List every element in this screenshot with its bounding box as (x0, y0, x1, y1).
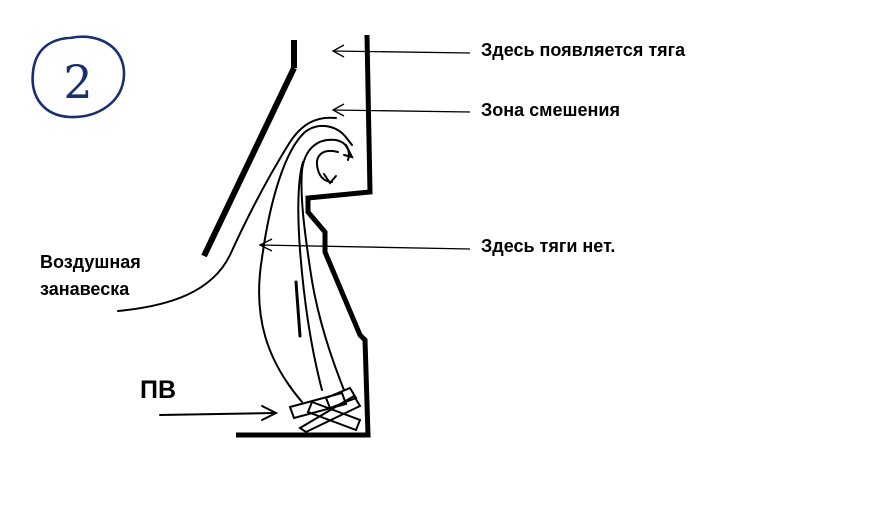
label-air-curtain-line2: занавеска (40, 279, 130, 299)
firewood-log-1 (288, 391, 348, 420)
arrow-nodraft-line (259, 244, 471, 250)
firewood-log-4 (324, 386, 358, 410)
annotation-arrows (258, 44, 471, 252)
firewood (288, 386, 362, 434)
swirl-arrowhead (343, 144, 354, 159)
label-primary-air: ПВ (140, 376, 177, 404)
primary-air-arrow (159, 405, 279, 421)
figure-number-circle (31, 35, 126, 119)
inner-flame-curve (300, 138, 350, 391)
arrow-nodraft-head (258, 238, 273, 252)
stove-wall (236, 34, 373, 438)
hot-gas-stroke (294, 280, 302, 338)
outer-flame-curve (258, 124, 353, 403)
arrow-mix-head (331, 103, 345, 117)
primary-air-arrow-head (261, 405, 279, 421)
label-air-curtain-line1: Воздушная (40, 252, 141, 272)
swirl-arrowhead-2 (323, 173, 337, 185)
air-curtain-curve (117, 116, 337, 312)
figure-number-badge: 2 (31, 35, 126, 119)
central-plume-curve (297, 161, 323, 391)
swirl-curve (316, 150, 339, 183)
label-no-draft: Здесь тяги нет. (481, 236, 616, 256)
arrow-draft-head (331, 44, 345, 58)
firewood-log-3 (306, 400, 362, 432)
primary-air-arrow-line (159, 412, 276, 416)
arrow-mix-line (332, 109, 471, 113)
label-draft-appears: Здесь появляется тяга (481, 40, 686, 60)
label-mixing-zone: Зона смешения (481, 100, 620, 120)
arrow-draft-line (332, 50, 471, 54)
front-wall-slope (201, 66, 297, 258)
figure-number: 2 (63, 55, 92, 109)
gas-flow (258, 124, 354, 403)
